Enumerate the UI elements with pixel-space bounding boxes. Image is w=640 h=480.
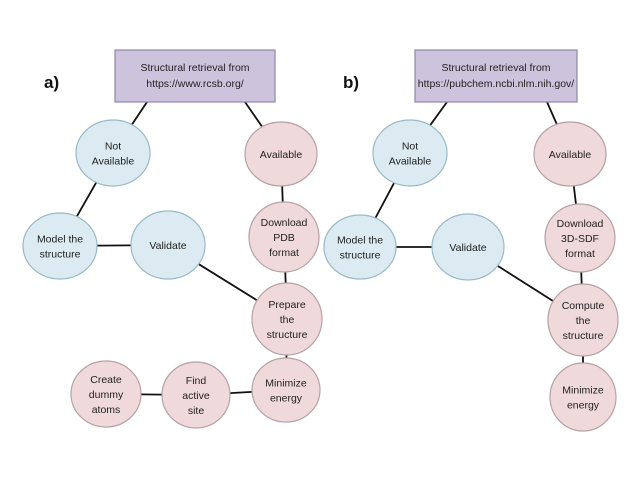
node-label-line: atoms <box>92 404 121 416</box>
source-box-background <box>414 49 578 103</box>
node-label-line: PDB <box>273 232 295 244</box>
node-label-line: Model the <box>337 235 383 247</box>
node-label-line: Download <box>261 217 308 229</box>
node-download: Download 3D-SDF format <box>544 203 616 273</box>
edge-validate-to-prepare <box>198 263 258 302</box>
edges <box>374 101 584 363</box>
node-label-line: Minimize <box>562 385 604 397</box>
node-available: Available <box>533 121 607 187</box>
node-label-line: the <box>280 314 295 326</box>
node-label-line: format <box>269 247 299 259</box>
node-minimize: Minimize energy <box>251 357 321 423</box>
edge-available-to-download <box>281 185 284 203</box>
node-model: Model the structure <box>22 212 98 280</box>
node-label-line: Available <box>549 149 592 161</box>
node-shape <box>244 121 318 187</box>
node-shape <box>251 282 323 356</box>
node-label-line: Not <box>402 141 418 153</box>
node-validate: Validate <box>130 210 206 280</box>
source-database-box: Structural retrieval from https://pubchem… <box>414 49 578 103</box>
node-validate: Validate <box>431 213 505 281</box>
source-database-box: Structural retrieval from https://www.rcs… <box>114 49 276 103</box>
node-shape <box>130 210 206 280</box>
node-compute: Compute the structure <box>547 283 619 357</box>
node-shape <box>549 362 617 432</box>
node-label-line: energy <box>567 400 600 412</box>
node-label-line: energy <box>270 393 303 405</box>
node-shape <box>431 213 505 281</box>
node-label-line: the <box>576 315 591 327</box>
node-label-line: Not <box>105 141 121 153</box>
node-minimize: Minimize energy <box>549 362 617 432</box>
node-label-line: structure <box>340 250 381 262</box>
node-label-line: Available <box>389 156 432 168</box>
node-shape <box>251 357 321 423</box>
panel-label: b) <box>343 73 359 92</box>
node-label-line: structure <box>563 330 604 342</box>
node-label-line: structure <box>267 329 308 341</box>
node-shape <box>547 283 619 357</box>
node-label-line: Compute <box>562 300 605 312</box>
edge-source-to-not-available <box>429 101 448 126</box>
source-box-background <box>114 49 276 103</box>
node-available: Available <box>244 121 318 187</box>
node-label-line: structure <box>40 249 81 261</box>
edges <box>75 101 288 396</box>
node-shape <box>544 203 616 273</box>
edge-source-to-available <box>546 101 558 125</box>
node-shape <box>323 214 397 280</box>
node-label-line: Create <box>90 374 122 386</box>
node-label-line: 3D-SDF <box>561 233 599 245</box>
node-shape <box>75 119 151 187</box>
edge-available-to-download <box>572 185 577 205</box>
source-box-url: https://www.rcsb.org/ <box>146 78 244 90</box>
node-shape <box>161 361 231 429</box>
node-shape <box>372 119 448 187</box>
node-label-line: format <box>565 248 595 260</box>
node-label-line: site <box>188 405 205 417</box>
node-label-line: Download <box>557 218 604 230</box>
edge-not-available-to-model <box>75 181 98 218</box>
node-label-line: Model the <box>37 234 83 246</box>
node-label-line: Find <box>186 375 207 387</box>
edge-not-available-to-model <box>374 182 395 219</box>
node-model: Model the structure <box>323 214 397 280</box>
node-label-line: Validate <box>149 240 186 252</box>
edge-minimize-to-find <box>229 390 253 395</box>
edge-source-to-not-available <box>131 101 148 126</box>
panel-label: a) <box>44 73 59 92</box>
node-label-line: Available <box>92 156 135 168</box>
edge-source-to-available <box>244 101 263 128</box>
node-label-line: Minimize <box>265 378 307 390</box>
node-dummy: Create dummy atoms <box>70 360 142 428</box>
panel-a: a) Structural retrieval from https://www.r… <box>22 49 323 429</box>
node-shape <box>533 121 607 187</box>
node-shape <box>248 201 320 273</box>
node-label-line: Validate <box>449 242 486 254</box>
panel-b: b) Structural retrieval from https://pubch… <box>323 49 619 432</box>
node-label-line: Prepare <box>268 299 306 311</box>
node-label-line: Available <box>260 149 303 161</box>
edge-validate-to-compute <box>497 265 554 302</box>
source-box-title: Structural retrieval from <box>441 62 550 74</box>
node-prepare: Prepare the structure <box>251 282 323 356</box>
node-shape <box>70 360 142 428</box>
source-box-title: Structural retrieval from <box>140 62 249 74</box>
node-shape <box>22 212 98 280</box>
node-find: Find active site <box>161 361 231 429</box>
node-label-line: dummy <box>89 389 124 401</box>
node-label-line: active <box>182 390 210 402</box>
source-box-url: https://pubchem.ncbi.nlm.nih.gov/ <box>418 78 575 90</box>
